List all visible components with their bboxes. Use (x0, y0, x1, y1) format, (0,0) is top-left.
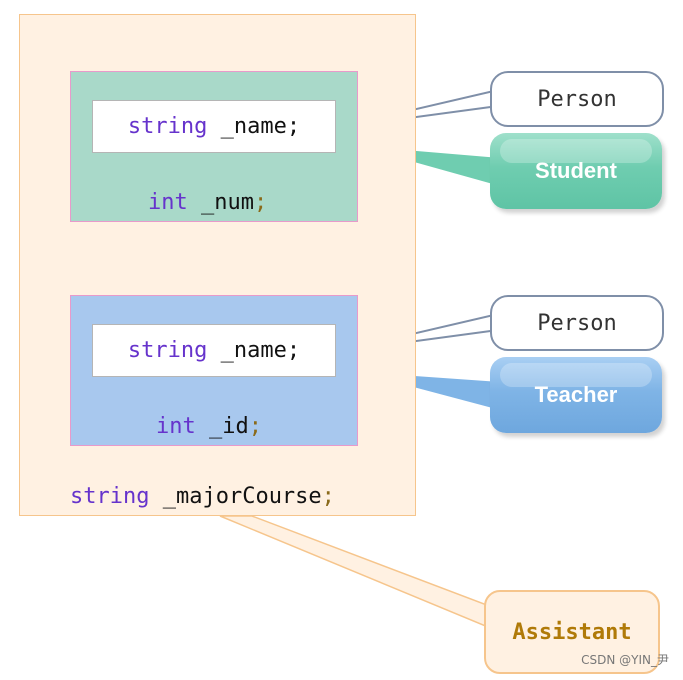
student-inherited-name-field: string _name; (92, 100, 336, 153)
type-keyword: string (127, 338, 208, 363)
field-name: _name; (207, 114, 301, 139)
callout-label: Student (535, 158, 617, 183)
type-keyword: int (148, 190, 188, 215)
semicolon: ; (248, 414, 262, 439)
semicolon: ; (253, 190, 268, 215)
assistant-callout: Assistant (484, 590, 660, 674)
callout-highlight (500, 139, 652, 163)
student-person-callout: Person (490, 71, 664, 127)
teacher-inherited-name-field: string _name; (92, 324, 336, 377)
type-keyword: string (70, 484, 150, 509)
student-num-field: int _num; (148, 190, 267, 215)
field-name: _majorCourse (149, 484, 322, 509)
watermark: CSDN @YIN_尹 (581, 653, 669, 667)
callout-highlight (500, 363, 652, 387)
field-name: _name; (207, 338, 301, 363)
assistant-pointer (219, 515, 501, 634)
field-name: _num (187, 190, 254, 215)
assistant-majorcourse-field: string _majorCourse; (70, 484, 335, 509)
field-name: _id (195, 414, 249, 439)
type-keyword: int (156, 414, 196, 439)
callout-label: Teacher (534, 382, 618, 407)
teacher-callout: Teacher (490, 357, 662, 433)
teacher-id-field: int _id; (156, 414, 262, 439)
callout-label: Person (537, 310, 617, 336)
student-callout: Student (490, 133, 662, 209)
callout-label: Person (537, 86, 617, 112)
teacher-person-callout: Person (490, 295, 664, 351)
semicolon: ; (321, 484, 335, 509)
callout-label: Assistant (512, 619, 632, 645)
type-keyword: string (127, 114, 208, 139)
